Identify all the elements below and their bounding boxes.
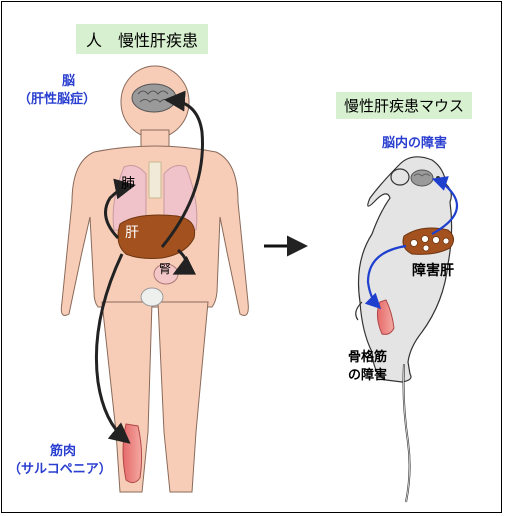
human-brain-label: 脳 [62, 70, 75, 89]
human-title: 人 慢性肝疾患 [76, 24, 208, 54]
kidney-label: 腎 [159, 260, 171, 277]
mouse-muscle-label-line1: 骨格筋 [348, 346, 387, 365]
human-body-silhouette [61, 66, 248, 492]
mouse-liver-label: 障害肝 [412, 260, 454, 280]
mouse-body-silhouette [356, 157, 452, 502]
bladder-illustration [141, 288, 163, 306]
liver-label: 肝 [125, 222, 139, 242]
mouse-brain-illustration [411, 170, 433, 186]
calf-muscle-illustration [123, 424, 142, 483]
mouse-brain-label: 脳内の障害 [382, 132, 447, 151]
human-brain-illustration [132, 84, 176, 112]
human-muscle-sublabel: （サルコペニア） [8, 458, 112, 477]
human-brain-sublabel: （肝性脳症） [18, 88, 96, 107]
mouse-title: 慢性肝疾患マウス [336, 92, 472, 119]
human-muscle-label: 筋肉 [50, 440, 76, 459]
lung-label: 肺 [121, 173, 135, 193]
mouse-muscle-label-line2: の障害 [348, 364, 387, 383]
